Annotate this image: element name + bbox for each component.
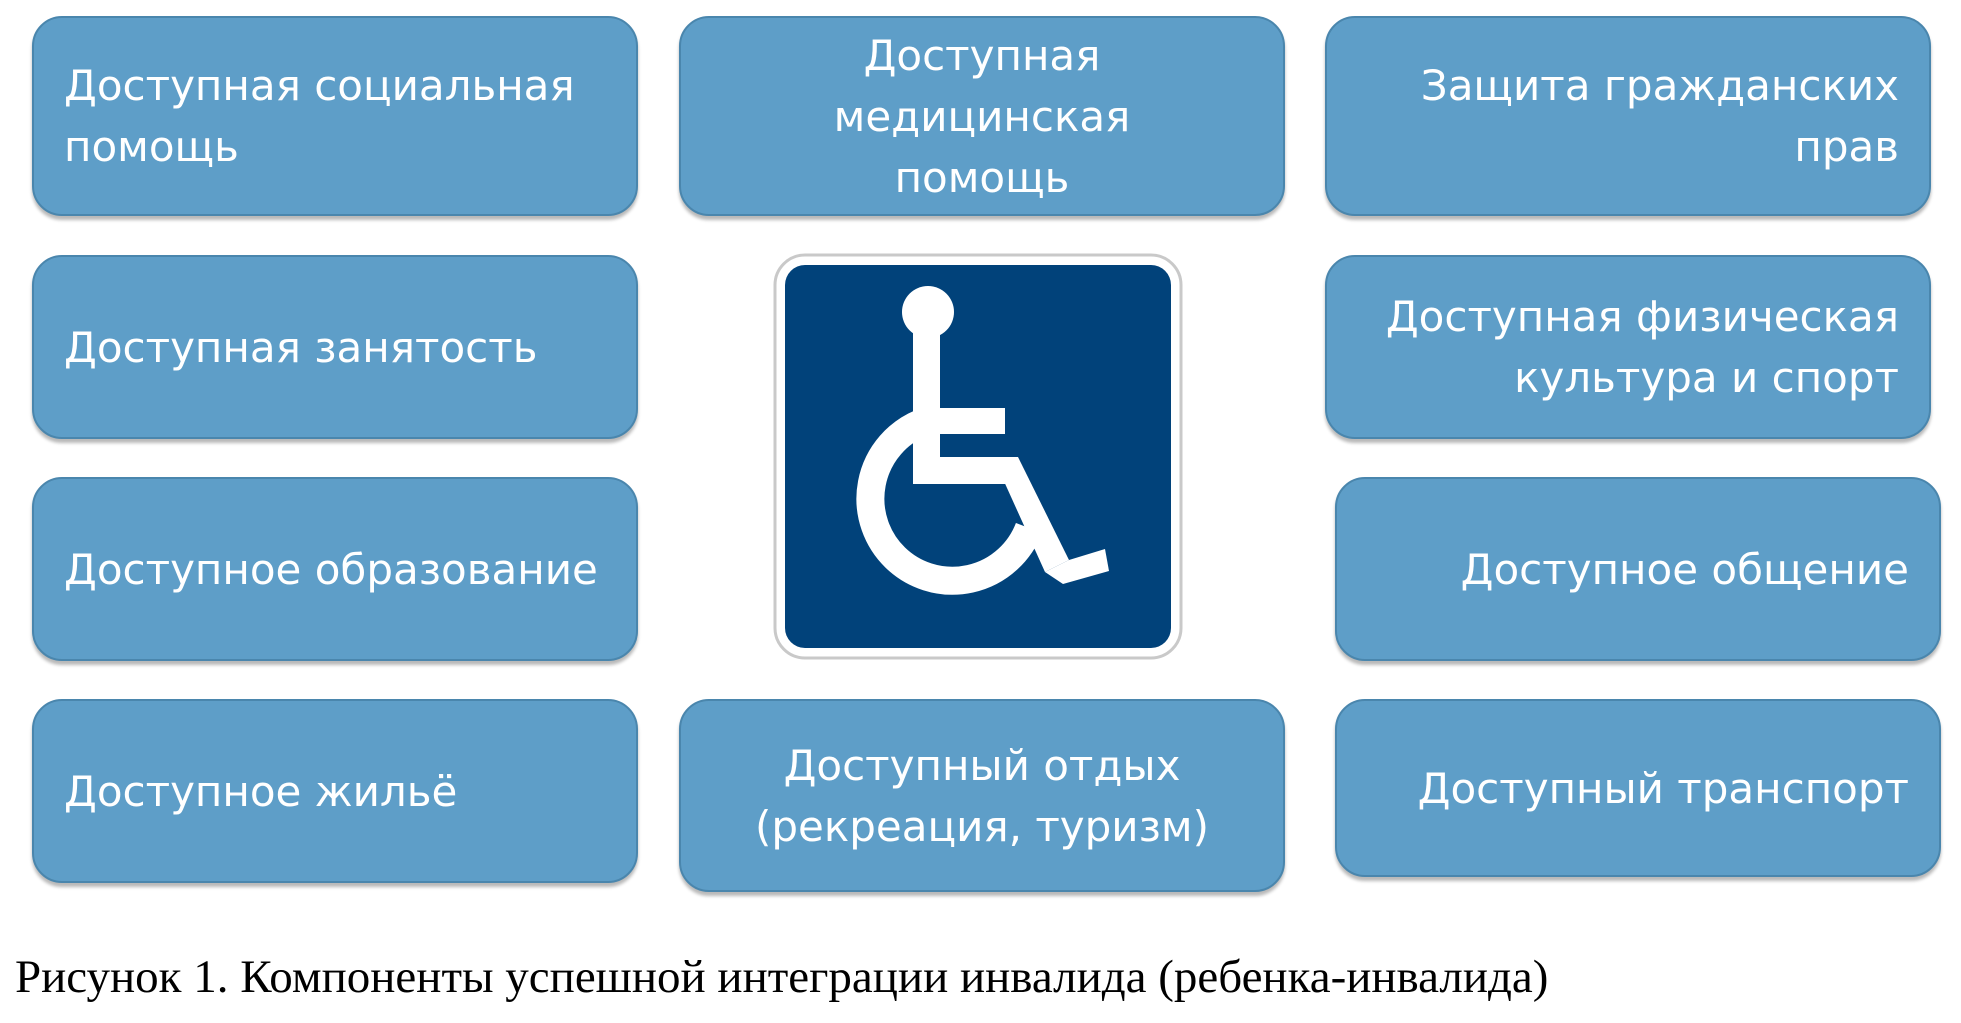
component-civil-rights: Защита гражданских прав bbox=[1325, 16, 1931, 216]
component-physical-culture: Доступная физическая культура и спорт bbox=[1325, 255, 1931, 439]
component-physical-culture-label: Доступная физическая культура и спорт bbox=[1385, 292, 1899, 402]
component-social-help-label: Доступная социальная помощь bbox=[64, 61, 575, 171]
component-recreation-label: Доступный отдых (рекреация, туризм) bbox=[754, 740, 1210, 851]
component-employment: Доступная занятость bbox=[32, 255, 638, 439]
component-medical-help: Доступная медицинская помощь bbox=[679, 16, 1285, 216]
component-housing-label: Доступное жильё bbox=[64, 766, 458, 816]
component-civil-rights-label: Защита гражданских прав bbox=[1420, 61, 1899, 171]
figure-caption: Рисунок 1. Компоненты успешной интеграци… bbox=[15, 951, 1549, 1003]
component-social-help: Доступная социальная помощь bbox=[32, 16, 638, 216]
wheelchair-accessibility-icon bbox=[773, 253, 1183, 660]
component-recreation: Доступный отдых (рекреация, туризм) bbox=[679, 699, 1285, 892]
component-employment-label: Доступная занятость bbox=[64, 322, 538, 372]
component-education: Доступное образование bbox=[32, 477, 638, 661]
component-housing: Доступное жильё bbox=[32, 699, 638, 883]
component-medical-help-label: Доступная медицинская помощь bbox=[833, 30, 1131, 202]
component-communication-label: Доступное общение bbox=[1460, 544, 1909, 594]
component-education-label: Доступное образование bbox=[64, 544, 598, 594]
component-transport: Доступный транспорт bbox=[1335, 699, 1941, 877]
component-communication: Доступное общение bbox=[1335, 477, 1941, 661]
component-transport-label: Доступный транспорт bbox=[1417, 763, 1909, 813]
